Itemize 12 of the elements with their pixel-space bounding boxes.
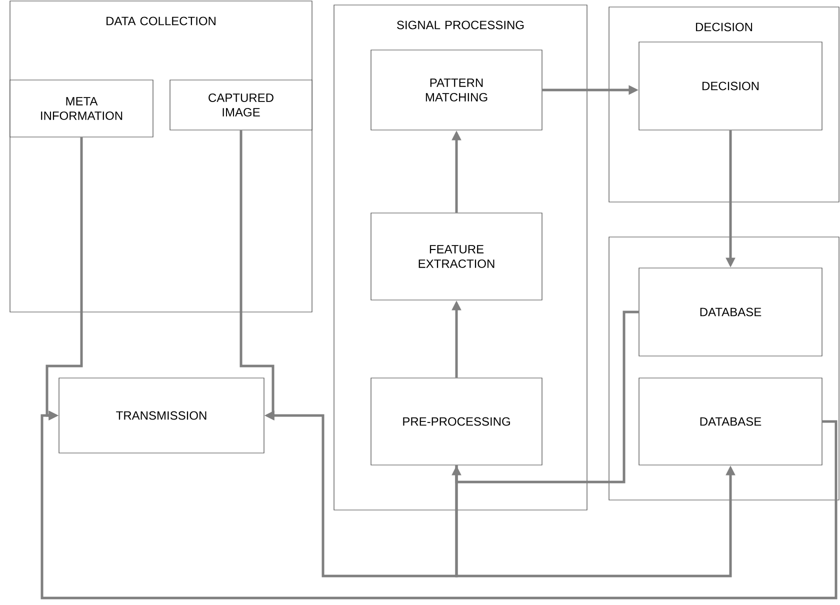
process-box: META INFORMATION [10, 80, 154, 138]
process-box: DATABASE [638, 378, 822, 466]
process-box: DATABASE [638, 268, 822, 356]
process-box: DECISION [638, 42, 822, 130]
process-box: CAPTURED IMAGE [170, 80, 312, 130]
arrow [452, 310, 639, 484]
process-box: TRANSMISSION [58, 378, 264, 454]
process-box: FEATURE EXTRACTION [370, 212, 542, 300]
arrow [40, 410, 838, 600]
group-box [608, 236, 840, 500]
process-box: PATTERN MATCHING [370, 50, 542, 130]
process-box: PRE-PROCESSING [370, 378, 542, 466]
